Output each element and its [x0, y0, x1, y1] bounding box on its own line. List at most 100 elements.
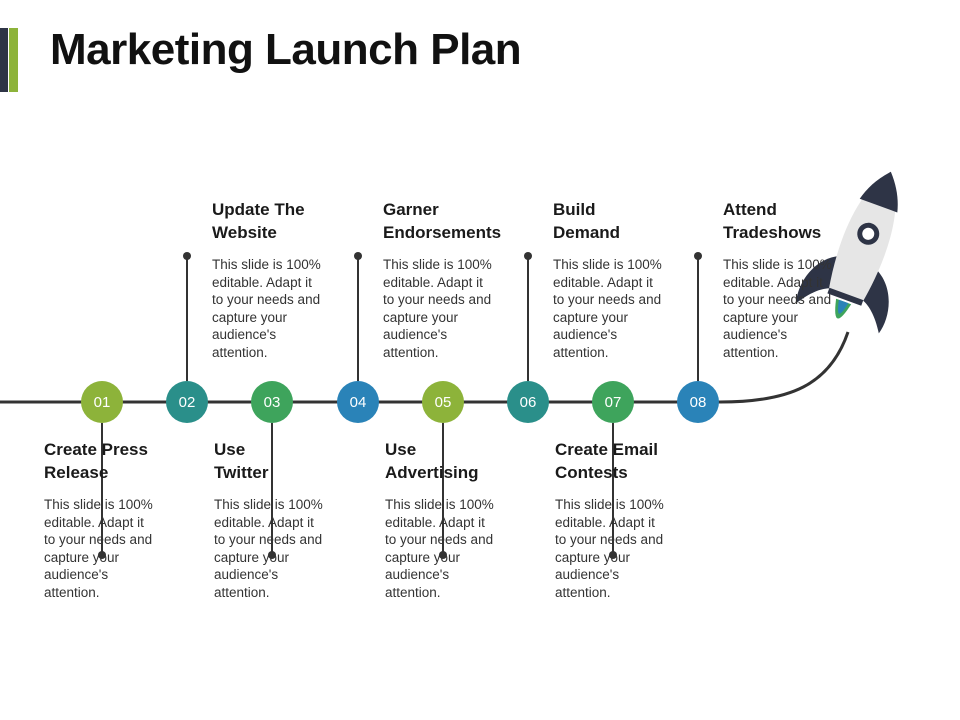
connector-dot-05	[439, 551, 447, 559]
step-description-line: editable. Adapt it	[214, 514, 314, 530]
step-description-line: audience's	[44, 567, 109, 583]
step-description-line: capture your	[44, 549, 120, 565]
rocket-flame-inner	[837, 299, 849, 314]
connector-dot-04	[354, 252, 362, 260]
step-heading-line-1: Create Email	[555, 440, 658, 459]
step-node-08: 08	[677, 381, 719, 423]
step-description-line: audience's	[555, 567, 620, 583]
step-description-line: editable. Adapt it	[44, 514, 144, 530]
step-description-line: to your needs and	[214, 532, 323, 548]
step-description-line: editable. Adapt it	[383, 274, 483, 290]
step-description-line: capture your	[723, 309, 799, 325]
step-description: This slide is 100% editable. Adapt it to y…	[723, 256, 845, 362]
step-description-line: editable. Adapt it	[212, 274, 312, 290]
step-description-line: capture your	[553, 309, 629, 325]
step-heading-line-2: Tradeshows	[723, 223, 822, 242]
title-accent-bar-dark	[0, 28, 8, 92]
step-description-line: attention.	[383, 344, 439, 360]
step-description-line: audience's	[385, 567, 450, 583]
rocket-window	[862, 227, 875, 240]
step-description: This slide is 100% editable. Adapt it to y…	[553, 256, 675, 362]
connector-dot-07	[609, 551, 617, 559]
step-description-line: capture your	[383, 309, 459, 325]
step-heading-line-1: Build	[553, 200, 596, 219]
rocket-base	[827, 287, 864, 306]
step-heading-line-2: Endorsements	[383, 223, 502, 242]
step-description-line: audience's	[553, 327, 618, 343]
step-description-line: editable. Adapt it	[385, 514, 485, 530]
step-description-line: attention.	[44, 584, 100, 600]
step-description-line: This slide is 100%	[44, 497, 153, 512]
step-description: This slide is 100% editable. Adapt it to y…	[383, 256, 505, 362]
step-description-line: editable. Adapt it	[553, 274, 653, 290]
step-description-line: This slide is 100%	[214, 497, 323, 512]
step-heading-line-1: Garner	[383, 200, 439, 219]
step-description-line: attention.	[723, 344, 779, 360]
step-node-03: 03	[251, 381, 293, 423]
rocket-icon	[796, 171, 898, 334]
step-description-line: audience's	[214, 567, 279, 583]
step-description-line: to your needs and	[553, 292, 662, 308]
step-node-06: 06	[507, 381, 549, 423]
connector-dot-06	[524, 252, 532, 260]
step-heading-line-2: Contests	[555, 463, 628, 482]
step-heading-line-2: Release	[44, 463, 109, 482]
step-node-05: 05	[422, 381, 464, 423]
step-heading-line-1: Use	[214, 440, 246, 459]
step-description-line: This slide is 100%	[383, 257, 492, 272]
step-description-line: to your needs and	[723, 292, 832, 308]
step-description-line: attention.	[385, 584, 441, 600]
step-description-line: editable. Adapt it	[723, 274, 823, 290]
step-connectors	[98, 252, 702, 559]
step-description-line: to your needs and	[555, 532, 664, 548]
step-heading-line-2: Twitter	[214, 463, 269, 482]
step-node-07: 07	[592, 381, 634, 423]
step-description-line: capture your	[555, 549, 631, 565]
step-description-line: attention.	[212, 344, 268, 360]
step-description-line: editable. Adapt it	[555, 514, 655, 530]
step-node-02: 02	[166, 381, 208, 423]
step-description-line: This slide is 100%	[555, 497, 664, 512]
step-description-line: audience's	[212, 327, 277, 343]
step-description-line: capture your	[214, 549, 290, 565]
step-description-line: This slide is 100%	[212, 257, 321, 272]
step-description-line: audience's	[383, 327, 448, 343]
step-heading-line-1: Create Press	[44, 440, 148, 459]
rocket-trail	[719, 331, 850, 404]
connector-dot-02	[183, 252, 191, 260]
step-description: This slide is 100% editable. Adapt it to y…	[214, 496, 336, 602]
step-description-line: This slide is 100%	[553, 257, 662, 272]
connector-dot-01	[98, 551, 106, 559]
step-description: This slide is 100% editable. Adapt it to y…	[555, 496, 677, 602]
step-description-line: capture your	[212, 309, 288, 325]
step-node-04: 04	[337, 381, 379, 423]
step-description-line: This slide is 100%	[723, 257, 832, 272]
step-description-line: to your needs and	[383, 292, 492, 308]
step-heading-line-1: Use	[385, 440, 417, 459]
connector-dot-08	[694, 252, 702, 260]
step-node-01: 01	[81, 381, 123, 423]
step-heading-line-2: Demand	[553, 223, 621, 242]
page-title: Marketing Launch Plan	[50, 25, 522, 74]
step-description-line: attention.	[555, 584, 611, 600]
step-heading-line-1: Attend	[723, 200, 777, 219]
rocket-fin-left	[796, 255, 842, 304]
step-heading-line-2: Advertising	[385, 463, 479, 482]
step-description-line: capture your	[385, 549, 461, 565]
